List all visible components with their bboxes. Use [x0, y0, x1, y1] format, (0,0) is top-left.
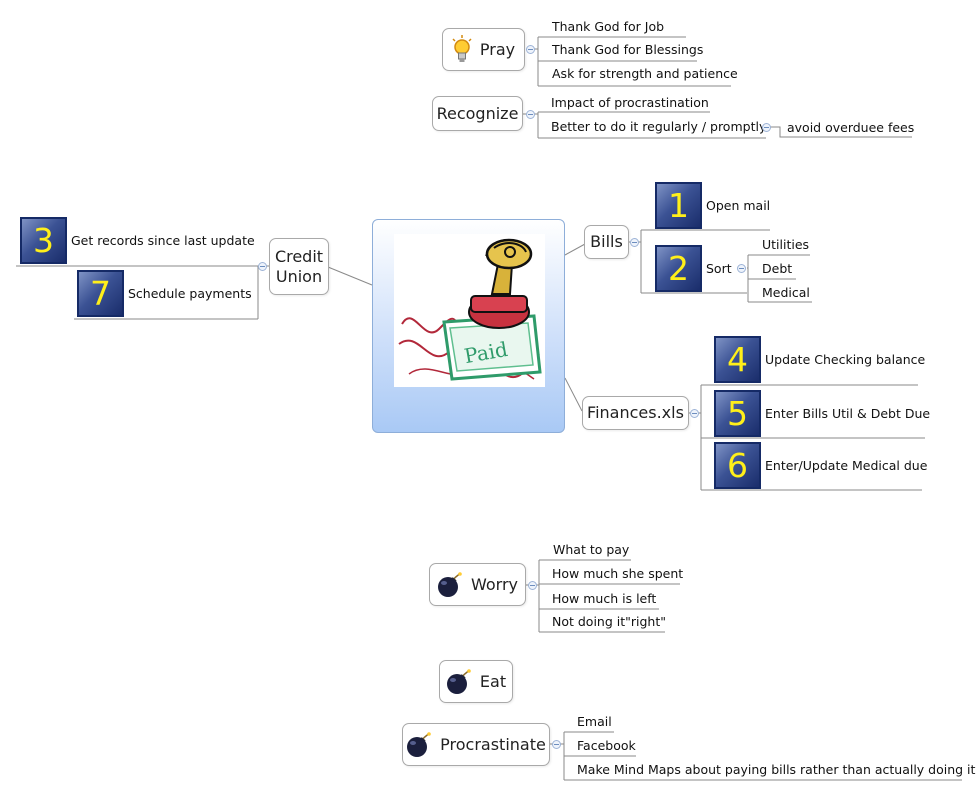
collapse-toggle-pray[interactable]	[526, 45, 535, 54]
collapse-toggle-finances[interactable]	[690, 409, 699, 418]
priority-badge-4: 4	[714, 336, 761, 383]
bomb-icon	[406, 731, 432, 758]
list-item[interactable]: Ask for strength and patience	[552, 66, 738, 81]
list-item[interactable]: Better to do it regularly / promptly	[551, 119, 767, 134]
list-item[interactable]: Enter/Update Medical due	[765, 458, 928, 473]
list-item[interactable]: Schedule payments	[128, 286, 252, 301]
list-item[interactable]: Impact of procrastination	[551, 95, 709, 110]
lightbulb-icon	[452, 34, 472, 65]
list-item[interactable]: What to pay	[553, 542, 630, 557]
list-item[interactable]: Not doing it"right"	[552, 614, 667, 629]
collapse-toggle-worry[interactable]	[528, 581, 537, 590]
priority-badge-2: 2	[655, 245, 702, 292]
list-item[interactable]: Utilities	[762, 237, 810, 252]
list-item[interactable]: Open mail	[706, 198, 771, 213]
topic-credit-union[interactable]: Credit Union	[269, 238, 329, 295]
topic-label: Bills	[590, 232, 623, 251]
topic-bills[interactable]: Bills	[584, 225, 629, 259]
topic-finances[interactable]: Finances.xls	[582, 396, 689, 430]
priority-badge-3: 3	[20, 217, 67, 264]
topic-label: Procrastinate	[440, 734, 546, 754]
list-item[interactable]: Thank God for Blessings	[552, 42, 704, 57]
collapse-toggle-bills[interactable]	[630, 238, 639, 247]
list-item[interactable]: Debt	[762, 261, 793, 276]
list-item[interactable]: How much is left	[552, 591, 657, 606]
topic-label-line1: Credit	[274, 246, 324, 266]
topic-worry[interactable]: Worry	[429, 563, 526, 606]
list-item[interactable]: Sort	[706, 261, 732, 276]
list-item[interactable]: How much she spent	[552, 566, 684, 581]
collapse-toggle-procrastinate[interactable]	[552, 740, 561, 749]
bomb-icon	[437, 571, 463, 598]
topic-label: Worry	[470, 574, 518, 594]
collapse-toggle-recognize[interactable]	[526, 110, 535, 119]
priority-badge-5: 5	[714, 390, 761, 437]
topic-label: Finances.xls	[587, 403, 684, 422]
topic-procrastinate[interactable]: Procrastinate	[402, 723, 550, 766]
central-topic[interactable]: Paid	[372, 219, 565, 433]
list-item[interactable]: Email	[577, 714, 612, 729]
list-item[interactable]: Facebook	[577, 738, 636, 753]
topic-pray[interactable]: Pray	[442, 28, 525, 71]
priority-badge-7: 7	[77, 270, 124, 317]
priority-badge-6: 6	[714, 442, 761, 489]
bomb-icon	[446, 668, 472, 695]
priority-badge-1: 1	[655, 182, 702, 229]
list-item[interactable]: Thank God for Job	[552, 19, 665, 34]
collapse-toggle-credit-union[interactable]	[258, 262, 267, 271]
list-item[interactable]: Make Mind Maps about paying bills rather…	[577, 762, 977, 777]
topic-label: Pray	[479, 39, 516, 59]
list-item[interactable]: Update Checking balance	[765, 352, 926, 367]
paid-stamp-image: Paid	[394, 234, 545, 387]
topic-recognize[interactable]: Recognize	[432, 96, 523, 131]
collapse-toggle-better[interactable]	[762, 123, 771, 132]
list-item[interactable]: avoid overduee fees	[787, 120, 915, 135]
list-item[interactable]: Enter Bills Util & Debt Due	[765, 406, 931, 421]
topic-eat[interactable]: Eat	[439, 660, 513, 703]
topic-label: Recognize	[436, 103, 519, 123]
list-item[interactable]: Medical	[762, 285, 810, 300]
topic-label: Eat	[479, 671, 507, 691]
collapse-toggle-sort[interactable]	[737, 264, 746, 273]
topic-label-line2: Union	[275, 266, 323, 286]
list-item[interactable]: Get records since last update	[71, 233, 255, 248]
